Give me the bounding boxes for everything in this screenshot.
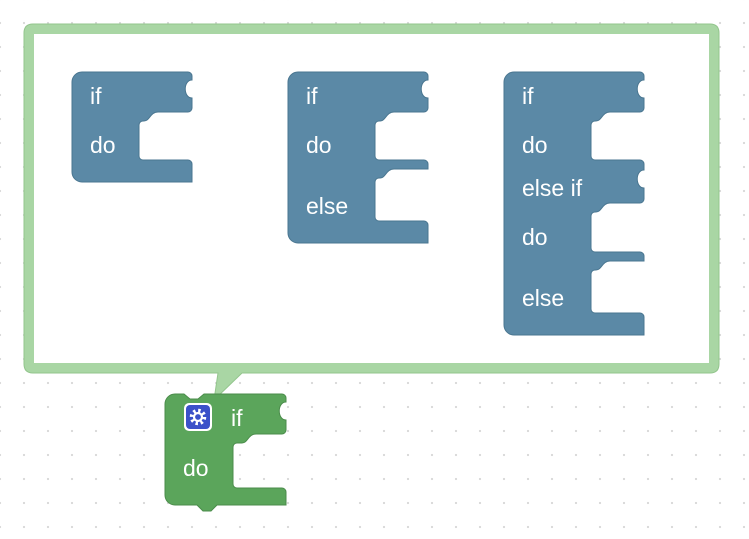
block-shape[interactable] [503, 71, 645, 336]
do-label: do [183, 455, 209, 481]
if-label: if [90, 83, 102, 109]
if-label: if [231, 405, 243, 431]
block-shape[interactable] [287, 71, 429, 244]
mutator-bubble[interactable]: if do if do else if do else if do else [23, 23, 720, 402]
if-label: if [306, 83, 318, 109]
else-if-label: else if [522, 175, 583, 201]
block-shape[interactable] [71, 71, 193, 183]
mutator-block-if-do[interactable]: if do [71, 71, 193, 183]
if-label: if [522, 83, 534, 109]
controls-if-block[interactable]: if do [164, 393, 287, 512]
mutator-block-if-elseif-else[interactable]: if do else if do else [503, 71, 645, 336]
do-label: do [522, 224, 548, 250]
do-label: do [90, 132, 116, 158]
else-label: else [306, 193, 348, 219]
else-label: else [522, 285, 564, 311]
gear-icon[interactable] [184, 403, 212, 431]
block-shape[interactable] [164, 393, 287, 512]
do-label: do [306, 132, 332, 158]
do-label: do [522, 132, 548, 158]
mutator-block-if-do-else[interactable]: if do else [287, 71, 429, 244]
